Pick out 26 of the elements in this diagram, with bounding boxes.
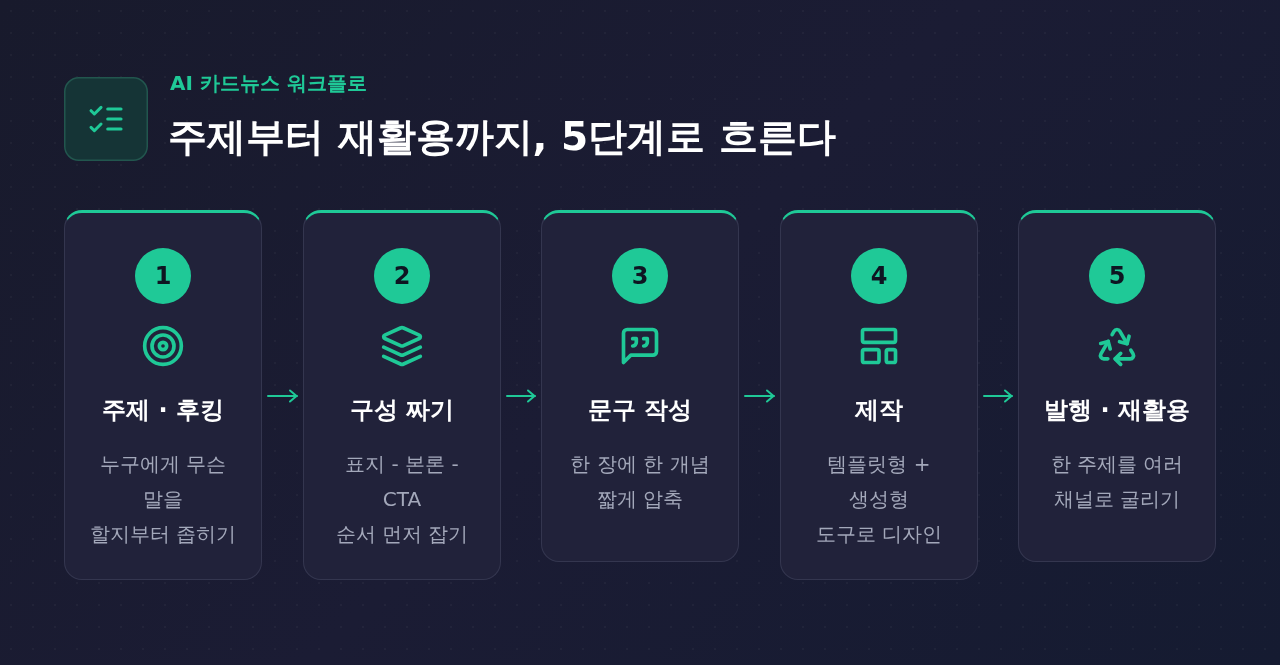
step-card (780, 210, 978, 580)
step-number: 2 (374, 248, 430, 304)
step-card (541, 210, 739, 562)
title: 주제부터 재활용까지, 5단계로 흐른다 (168, 113, 836, 161)
arrow (744, 389, 775, 403)
step-number: 5 (1089, 248, 1145, 304)
step-card (1018, 210, 1216, 562)
step-title: 문구 작성 (587, 395, 693, 425)
step-description: 표지 - 본론 - CTA 순서 먼저 잡기 (335, 451, 469, 548)
step-description: 한 주제를 여러 채널로 굴리기 (1050, 451, 1184, 513)
step-title: 발행 · 재활용 (1044, 395, 1190, 425)
step-number: 4 (851, 248, 907, 304)
arrow (506, 389, 536, 403)
step-number: 1 (135, 248, 191, 304)
step-title: 제작 (855, 395, 903, 425)
step-card (303, 210, 501, 580)
step-number: 3 (612, 248, 668, 304)
arrow (983, 389, 1013, 403)
step-card (64, 210, 262, 580)
step-title: 주제 · 후킹 (102, 395, 224, 425)
step-title: 구성 짜기 (349, 395, 455, 425)
arrow (267, 389, 298, 403)
step-description: 템플릿형 + 생성형 도구로 디자인 (815, 451, 943, 548)
step-description: 한 장에 한 개념 짧게 압축 (570, 451, 710, 513)
subtitle: AI 카드뉴스 워크플로 (170, 70, 367, 97)
step-description: 누구에게 무슨 말을 할지부터 좁히기 (89, 451, 237, 548)
